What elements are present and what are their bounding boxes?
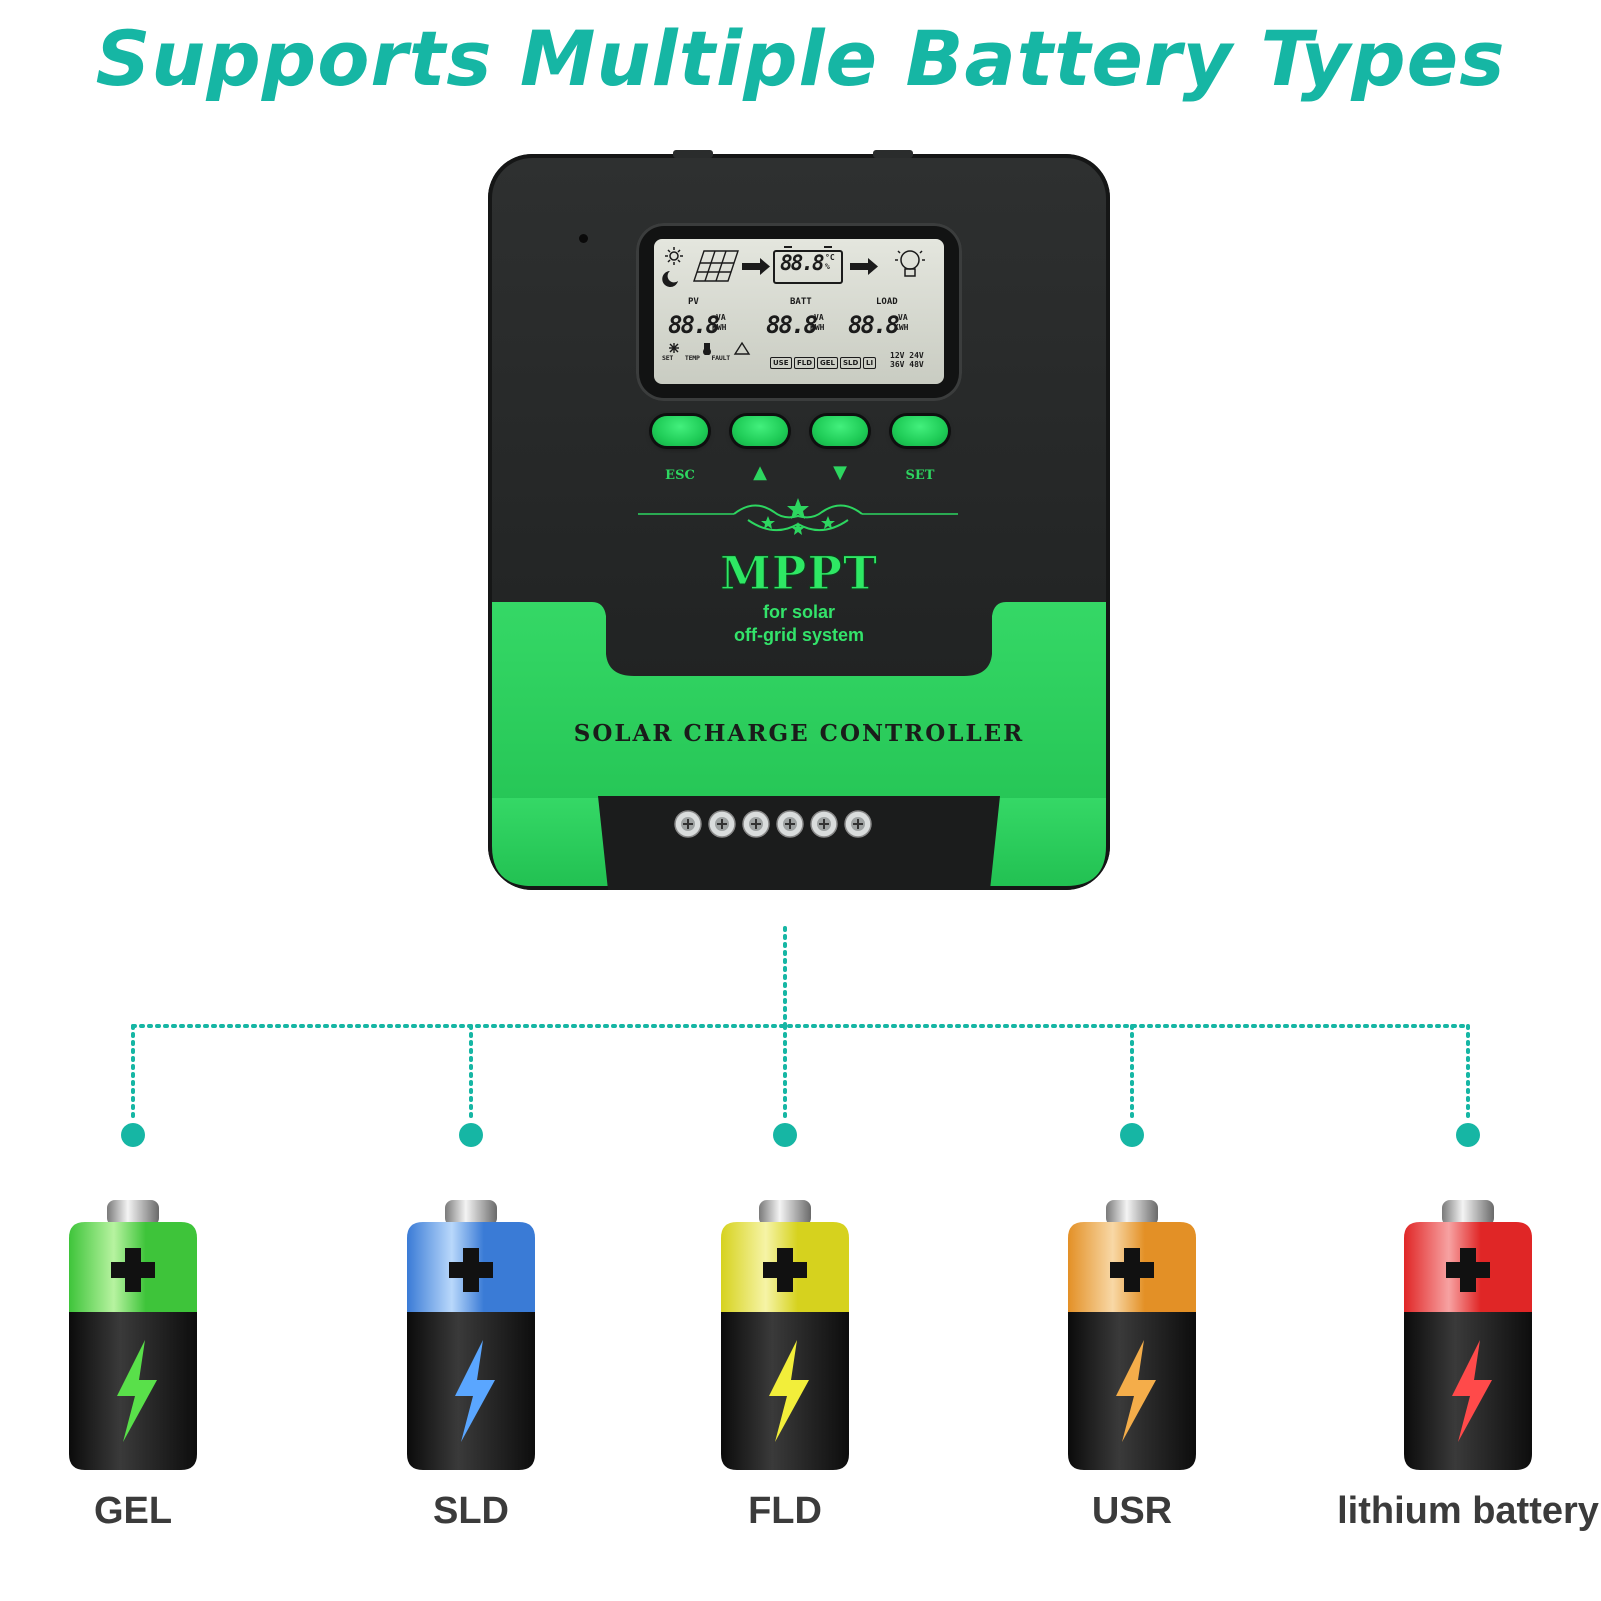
lcd-mode-gel: GEL — [817, 357, 838, 369]
connector-dot — [1456, 1123, 1480, 1147]
terminal-screw-icon — [776, 810, 804, 838]
lightning-bolt-icon — [1116, 1340, 1156, 1442]
lcd-load-unit-1: VA — [898, 313, 908, 322]
terminal-screw-icon — [742, 810, 770, 838]
battery-outline-icon — [773, 246, 843, 284]
lcd-mode-sld: SLD — [840, 357, 862, 369]
plus-icon — [449, 1248, 493, 1292]
terminal-screw-icon — [844, 810, 872, 838]
battery-fld-icon — [721, 1200, 849, 1470]
connector-dot — [773, 1123, 797, 1147]
lcd-mode-li: LI — [863, 357, 877, 369]
plus-icon — [763, 1248, 807, 1292]
plus-icon — [1110, 1248, 1154, 1292]
subtitle-line-2: off-grid system — [733, 625, 865, 645]
lcd-batt-unit-2: KWH — [810, 323, 825, 332]
up-button[interactable] — [732, 416, 788, 446]
controller-top-tab — [673, 150, 713, 158]
lcd-display: 88.8 °C % PV BATT LOAD 88.8 VA KWH 88.8 … — [654, 239, 944, 384]
battery-gel-icon — [69, 1200, 197, 1470]
battery-lithium-battery-icon — [1404, 1200, 1532, 1470]
headline: Supports Multiple Battery Types — [95, 14, 1506, 103]
solar-panel-icon — [693, 250, 739, 282]
sun-icon — [665, 247, 683, 265]
lcd-load-value: 88.8 — [848, 311, 900, 339]
lcd-status-set: SET — [662, 354, 674, 362]
moon-icon — [662, 271, 678, 287]
lcd-top-reading: 88.8 — [780, 251, 825, 275]
lightning-bolt-icon — [769, 1340, 809, 1442]
lcd-status-fault: FAULT — [711, 354, 731, 362]
lightning-bolt-icon — [455, 1340, 495, 1442]
bulb-icon — [895, 250, 925, 277]
terminal-block — [598, 796, 1000, 890]
terminal-screw-icon — [708, 810, 736, 838]
battery-terminal — [1442, 1200, 1494, 1226]
battery-terminal — [107, 1200, 159, 1226]
brand-logo: MPPT — [719, 545, 879, 600]
lcd-load-unit-2: KWH — [894, 323, 909, 332]
lcd-bezel: 88.8 °C % PV BATT LOAD 88.8 VA KWH 88.8 … — [636, 223, 962, 401]
battery-terminal — [759, 1200, 811, 1226]
lcd-batt-label: BATT — [790, 297, 812, 307]
down-arrow-icon: ▼ — [833, 462, 847, 483]
esc-label: ESC — [665, 468, 695, 483]
lcd-mode-fld: FLD — [794, 357, 816, 369]
set-button[interactable] — [892, 416, 948, 446]
battery-type-label: USR — [1091, 1490, 1173, 1532]
lcd-top-units: °C % — [825, 253, 835, 271]
battery-terminal — [1106, 1200, 1158, 1226]
connector-dot — [1120, 1123, 1144, 1147]
terminal-screw-icon — [674, 810, 702, 838]
ornament-flourish — [638, 498, 958, 535]
battery-type-label: FLD — [748, 1490, 822, 1532]
lcd-status-temp: TEMP — [684, 354, 700, 362]
snowflake-icon — [669, 343, 679, 353]
connector-dot — [121, 1123, 145, 1147]
battery-type-label: lithium battery — [1337, 1490, 1599, 1532]
lcd-pv-unit-2: KWH — [712, 323, 727, 332]
thermometer-icon — [703, 343, 711, 355]
lcd-load-label: LOAD — [876, 297, 898, 307]
lcd-pv-label: PV — [688, 297, 699, 307]
lcd-system-voltages: 12V 24V 36V 48V — [890, 351, 924, 369]
connector-dot — [459, 1123, 483, 1147]
terminal-screw-icon — [810, 810, 838, 838]
plus-icon — [111, 1248, 155, 1292]
battery-terminal — [445, 1200, 497, 1226]
arrow-right-icon — [742, 258, 770, 275]
lcd-status-icons — [669, 341, 751, 355]
down-button[interactable] — [812, 416, 868, 446]
arrow-right-icon — [850, 258, 878, 275]
status-led — [579, 234, 588, 243]
lightning-bolt-icon — [117, 1340, 157, 1442]
battery-type-label: GEL — [93, 1490, 173, 1532]
warning-icon — [733, 341, 751, 355]
esc-button[interactable] — [652, 416, 708, 446]
lcd-batt-value: 88.8 — [766, 311, 818, 339]
model-name: SOLAR CHARGE CONTROLLER — [573, 720, 1025, 747]
lcd-mode-use: USE — [770, 357, 792, 369]
battery-type-label: SLD — [433, 1490, 509, 1532]
lcd-icon-row — [662, 246, 925, 287]
lightning-bolt-icon — [1452, 1340, 1492, 1442]
battery-sld-icon — [407, 1200, 535, 1470]
subtitle-line-1: for solar — [762, 602, 836, 622]
battery-usr-icon — [1068, 1200, 1196, 1470]
controller-top-tab — [873, 150, 913, 158]
lcd-status-labels: SET TEMP FAULT — [662, 354, 730, 362]
charge-controller: 88.8 °C % PV BATT LOAD 88.8 VA KWH 88.8 … — [488, 150, 1110, 890]
plus-icon — [1446, 1248, 1490, 1292]
set-label: SET — [905, 468, 935, 483]
lcd-pv-unit-1: VA — [716, 313, 726, 322]
lcd-batt-unit-1: VA — [814, 313, 824, 322]
lcd-pv-value: 88.8 — [668, 311, 720, 339]
up-arrow-icon: ▲ — [753, 462, 767, 483]
